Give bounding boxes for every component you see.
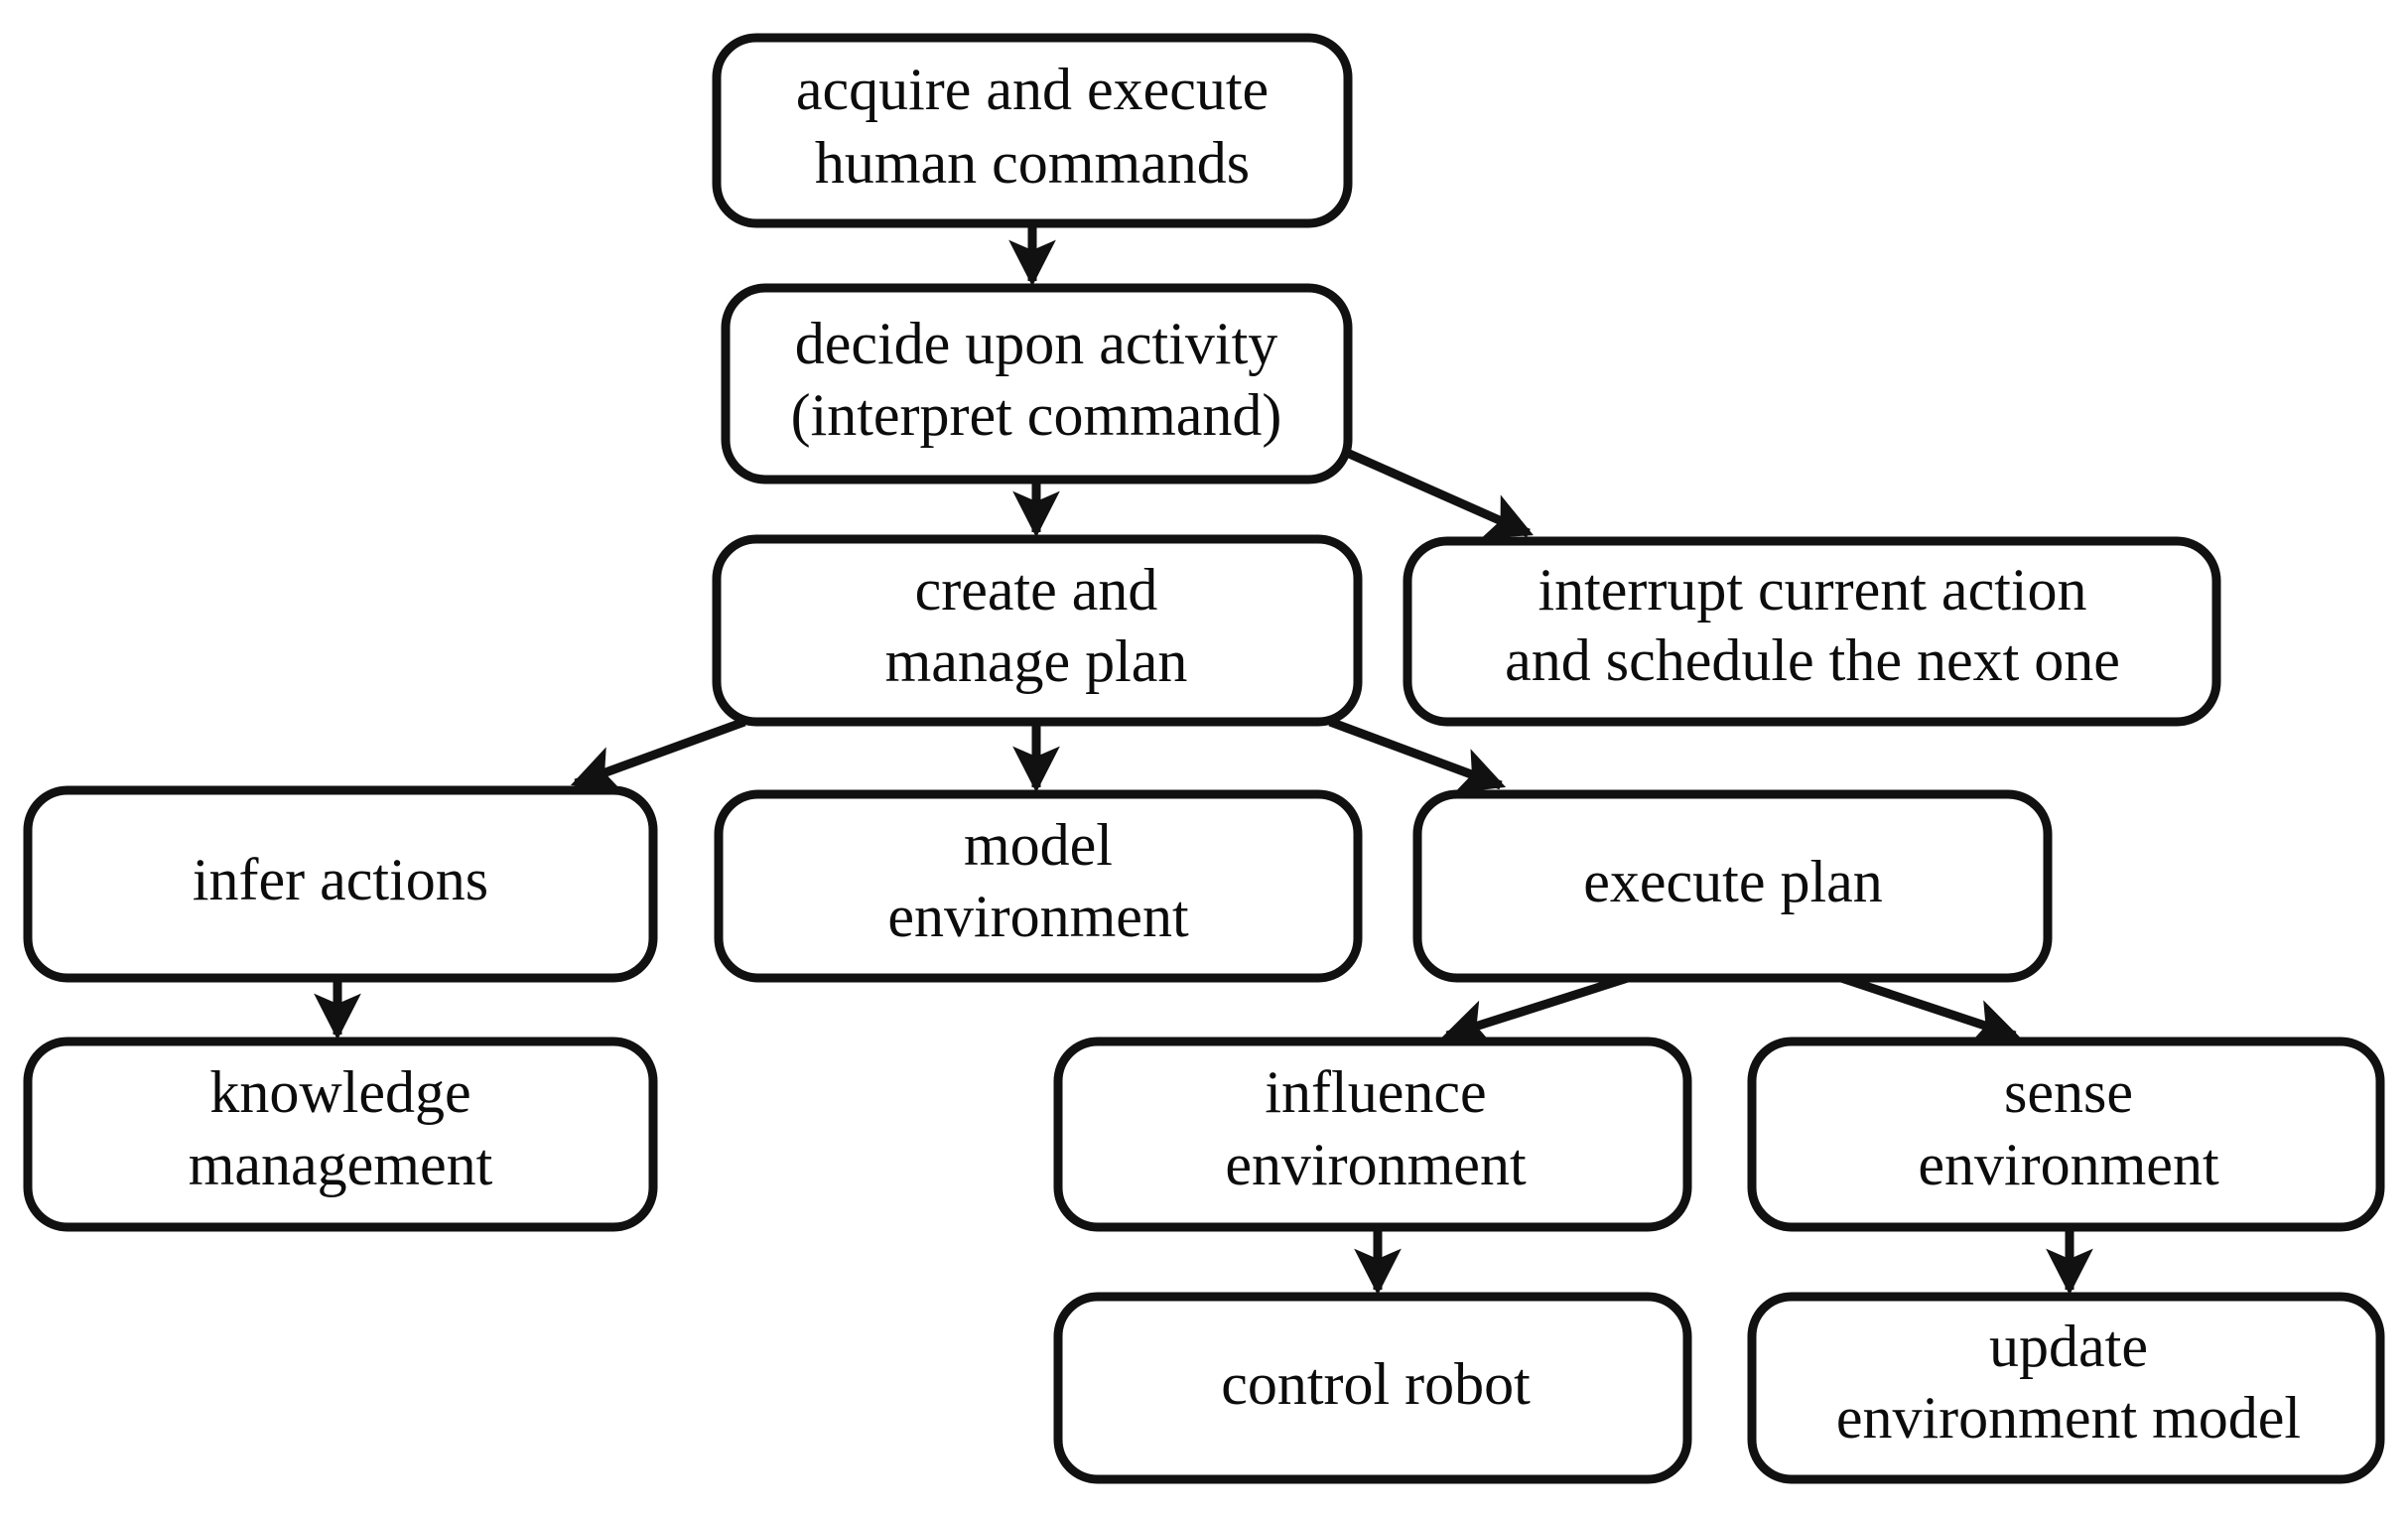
node-decide-activity[interactable]: decide upon activity (interpret command)	[721, 283, 1353, 485]
node-box-update-environment-model[interactable]	[1747, 1292, 2385, 1484]
node-update-environment-model[interactable]: update environment model	[1747, 1292, 2385, 1484]
node-box-decide-activity[interactable]	[721, 283, 1353, 485]
edge-plan-to-execute	[1328, 717, 1507, 793]
node-box-model-environment[interactable]	[714, 789, 1363, 983]
node-box-influence-environment[interactable]	[1053, 1037, 1692, 1232]
node-label-interrupt-schedule-line1: interrupt current action	[1538, 557, 2086, 623]
node-label-infer-actions-line1: infer actions	[193, 847, 488, 912]
edge-plan-to-infer	[570, 717, 746, 792]
node-box-sense-environment[interactable]	[1747, 1037, 2385, 1232]
edge-decide-to-interrupt	[1336, 444, 1534, 539]
node-label-knowledge-management-line1: knowledge	[209, 1059, 470, 1125]
node-box-acquire-execute[interactable]	[712, 33, 1353, 228]
node-label-knowledge-management-line2: management	[189, 1132, 493, 1197]
edge-execute-to-influence	[1441, 973, 1630, 1046]
node-influence-environment[interactable]: influence environment	[1053, 1037, 1692, 1232]
node-label-acquire-execute-line2: human commands	[815, 130, 1250, 196]
node-box-control-robot[interactable]	[1053, 1292, 1692, 1484]
node-knowledge-management[interactable]: knowledge management	[23, 1037, 658, 1232]
node-label-update-environment-model-line2: environment model	[1836, 1385, 2301, 1451]
node-model-environment[interactable]: model environment	[714, 789, 1363, 983]
node-box-knowledge-management[interactable]	[23, 1037, 658, 1232]
node-label-create-manage-plan-line2: manage plan	[885, 628, 1188, 694]
node-label-model-environment-line2: environment	[887, 884, 1189, 949]
nodes-group: acquire and execute human commands decid…	[23, 33, 2385, 1484]
node-label-decide-activity-line1: decide upon activity	[795, 311, 1278, 376]
node-label-decide-activity-line2: (interpret command)	[791, 382, 1282, 448]
node-box-execute-plan[interactable]	[1412, 789, 2053, 983]
node-label-influence-environment-line2: environment	[1225, 1132, 1527, 1197]
node-label-sense-environment-line2: environment	[1918, 1132, 2219, 1197]
node-label-control-robot-line1: control robot	[1221, 1351, 1531, 1417]
node-acquire-execute[interactable]: acquire and execute human commands	[712, 33, 1353, 228]
edge-execute-to-sense	[1839, 973, 2021, 1045]
node-infer-actions[interactable]: infer actions	[23, 785, 658, 983]
node-execute-plan[interactable]: execute plan	[1412, 789, 2053, 983]
node-label-influence-environment-line1: influence	[1265, 1059, 1486, 1125]
node-box-create-manage-plan[interactable]	[712, 534, 1363, 727]
node-interrupt-schedule[interactable]: interrupt current action and schedule th…	[1403, 536, 2221, 727]
node-label-update-environment-model-line1: update	[1989, 1314, 2148, 1379]
node-label-sense-environment-line1: sense	[2004, 1059, 2133, 1125]
node-label-model-environment-line1: model	[964, 812, 1113, 878]
node-control-robot[interactable]: control robot	[1053, 1292, 1692, 1484]
node-box-infer-actions[interactable]	[23, 785, 658, 983]
node-box-interrupt-schedule[interactable]	[1403, 536, 2221, 727]
node-create-manage-plan[interactable]: create and manage plan	[712, 534, 1363, 727]
node-label-create-manage-plan-line1: create and	[915, 557, 1158, 623]
node-sense-environment[interactable]: sense environment	[1747, 1037, 2385, 1232]
edges-group	[314, 223, 2093, 1296]
node-label-acquire-execute-line1: acquire and execute	[796, 57, 1269, 122]
node-label-interrupt-schedule-line2: and schedule the next one	[1505, 627, 2120, 693]
node-label-execute-plan-line1: execute plan	[1583, 849, 1883, 914]
